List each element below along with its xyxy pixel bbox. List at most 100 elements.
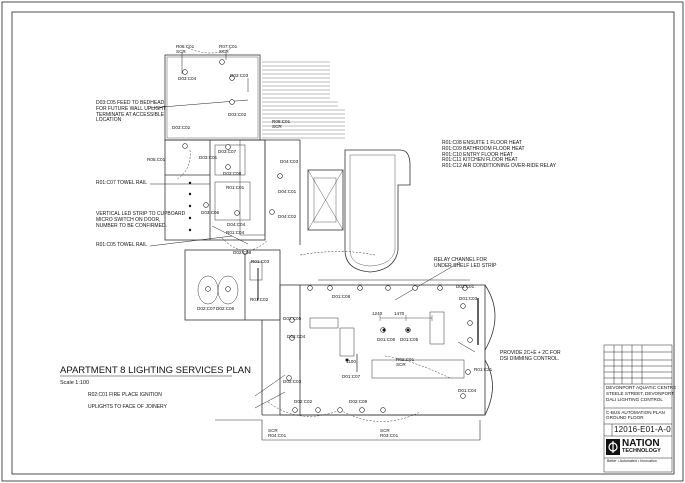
sofa [309,317,339,329]
circuit-label: D03:C02 [172,125,191,130]
circuit-label: D03:C07 [218,149,237,154]
circuit-label: D02:C08 [233,250,252,255]
downlight-icon [467,337,473,343]
circuit-label: D03:C01 [199,155,218,160]
downlight-icon [292,407,298,413]
downlight-icon [205,286,211,292]
circuit-label: D03:C03 [230,73,249,78]
downlight-icon [437,285,443,291]
circuit-label: D03:C08 [223,171,242,176]
downlight-icon [277,173,283,179]
downlight-icon [385,285,391,291]
circuit-label: D02:C02 [294,399,313,404]
circuit-label: R06:C01 SCR [176,44,195,55]
decking-hatch [262,61,345,139]
dimension-lines [356,315,433,372]
downlight-icon [225,286,231,292]
circuit-label: D01:C01 [456,284,475,289]
dimension-label: 1100 [346,359,356,364]
downlight-icon [269,209,275,215]
downlight-icon [315,407,321,413]
toilet [249,261,263,281]
circuit-label: D02:C03 [283,379,302,384]
company-tagline: Better • Automated • Innovation [607,459,657,463]
switch-dot-icon [188,204,192,208]
annotation-floor-heat: R01:C08 ENSUITE 1 FLOOR HEAT R01:C09 BAT… [442,140,557,169]
downlight-icon [337,407,343,413]
pendant-icon [382,328,386,332]
circuit-label: R05:C01 [147,157,166,162]
switch-dot-icon [188,192,192,196]
circuit-label: D04:C02 [278,214,297,219]
downlight-icon [462,285,468,291]
circuit-label: D02:C04 [287,334,306,339]
circuit-label: R08:C01 SCR [272,119,291,130]
circuit-label: SCR R03:C01 [380,428,399,439]
company-name-2: TECHNOLOGY [622,448,661,454]
project-address: STEELE STREET, DEVONPORT [606,391,675,396]
project-scope: DALI LIGHTING CONTROL [606,397,663,402]
circuit-label: D01:C04 [458,388,477,393]
downlight-icon [225,144,231,150]
downlight-icon [289,335,295,341]
drawing-number: 12016-E01-A-0 [614,425,671,434]
downlight-icon [460,303,466,309]
drawing-scale: Scale 1:100 [60,380,90,386]
annotation-bedhead-feed: D03:C05 FEED TO BEDHEAD FOR FUTURE WALL … [96,100,166,124]
annotation-dsi-dimming: PROVIDE 2C+E + 2C FOR DSI DIMMING CONTRO… [500,350,561,362]
circuit-label: D04:C04 [227,222,246,227]
kitchen-bench [429,311,445,345]
downlight-icon [467,320,473,326]
circuit-label: D02:C05 [283,316,302,321]
circuit-label: D04:C01 [278,189,297,194]
downlight-icon [465,369,471,375]
pendant-icon [345,358,349,362]
annotation-led-strip: VERTICAL LED STRIP TO CUPBOARD MICRO SWI… [96,211,186,229]
company-name: NATION [622,438,660,449]
circuit-label: D03:C02 [228,112,247,117]
circuit-label: D02:C06 [216,306,235,311]
downlight-icon [380,407,386,413]
circuit-label: R02:C01 SCR [396,357,415,368]
title-block [603,344,673,473]
downlight-icon [359,407,365,413]
circuit-label: R01:C02 [250,297,269,302]
circuit-label: D02:C07 [197,306,216,311]
shower [214,181,251,221]
bedroom-wall-inner [166,56,259,139]
pendant-lights [188,181,410,362]
company-logo-icon [606,439,620,455]
switch-dot-icon [188,181,192,185]
downlight-icon [357,285,363,291]
downlight-icon [286,375,292,381]
annotation-towel-rail-c07: R01:C07 TOWEL RAIL [96,180,148,186]
door-swings [175,47,451,422]
circuit-label: D02:C09 [349,399,368,404]
circuit-label: R01:C01 [226,185,245,190]
circuit-label: D01:C03 [459,296,478,301]
dimension-label: 1470 [394,311,405,316]
downlight-icon [229,75,235,81]
circuit-label: D03:C04 [178,76,197,81]
living-wall [279,284,486,416]
drawing-title: APARTMENT 8 LIGHTING SERVICES PLAN [60,365,251,376]
dining-table [339,327,355,357]
sheet-inner-border [11,11,675,475]
downlight-icon [219,59,225,65]
circuit-label: R01:C04 [226,230,245,235]
circuit-label: D03:C06 [201,210,220,215]
downlight-icon [412,285,418,291]
downlight-icon [289,317,295,323]
downlight-icon [307,285,313,291]
downlight-icon [229,99,235,105]
annotation-fireplace: R02:C01 FIRE PLACE IGNITION [88,392,162,398]
dimension-label: 1240 [372,311,383,316]
drawing-title-block: C-BUS AUTOMATION PLAN GROUND FLOOR [606,410,665,421]
downlight-icon [327,285,333,291]
downlight-icon [234,210,240,216]
floor-plan [164,54,496,441]
lift-core [307,169,344,231]
wardrobe [239,139,266,236]
